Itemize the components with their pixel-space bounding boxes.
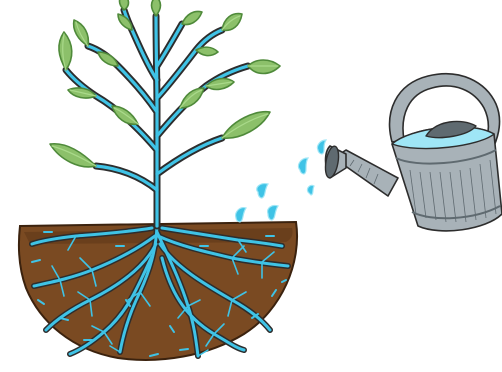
water-drop-icon: [236, 140, 326, 222]
plant-icon: [50, 0, 280, 226]
watering-can-icon: [323, 74, 502, 231]
